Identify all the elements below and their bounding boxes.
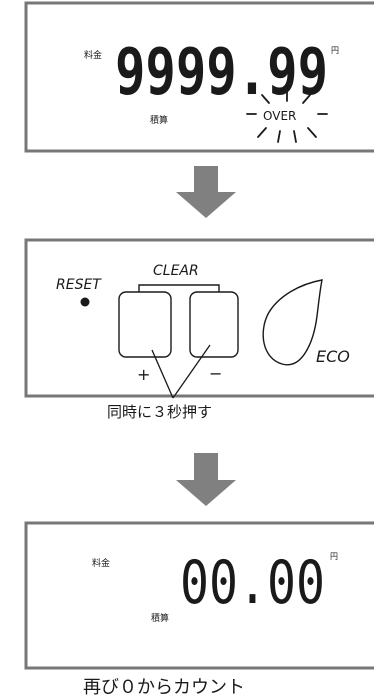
panel-1-fee-label: 料金 <box>84 49 102 61</box>
reset-button[interactable] <box>80 297 90 307</box>
press-indicator-lines <box>151 344 211 399</box>
eco-label: ECO <box>316 347 350 366</box>
minus-button[interactable] <box>189 291 239 358</box>
panel-3-value: 00.00 <box>180 548 325 618</box>
down-arrow-2 <box>176 453 236 506</box>
panel-1-value: 9999.99 <box>115 36 328 110</box>
panel-1-total-label: 積算 <box>150 114 168 126</box>
over-blink-rays <box>246 91 328 143</box>
panel-1-frame <box>24 1 374 153</box>
panel-1-over-status: OVER <box>263 109 296 123</box>
down-arrow-1 <box>176 166 236 218</box>
panel-3-frame <box>24 521 374 670</box>
panel-3-total-label: 積算 <box>151 612 169 624</box>
reset-label: RESET <box>56 277 102 293</box>
clear-bracket <box>138 284 220 293</box>
plus-label: + <box>137 365 150 384</box>
panel-3-fee-label: 料金 <box>92 557 110 569</box>
panel-1-yen: 円 <box>331 46 339 55</box>
panel-3-yen: 円 <box>330 552 338 561</box>
caption: 再び０からカウント <box>83 677 245 698</box>
plus-button[interactable] <box>118 291 172 358</box>
minus-label: − <box>209 364 222 383</box>
clear-label: CLEAR <box>153 263 199 279</box>
press-instruction: 同時に３秒押す <box>107 403 212 421</box>
leaf-icon <box>262 279 323 366</box>
